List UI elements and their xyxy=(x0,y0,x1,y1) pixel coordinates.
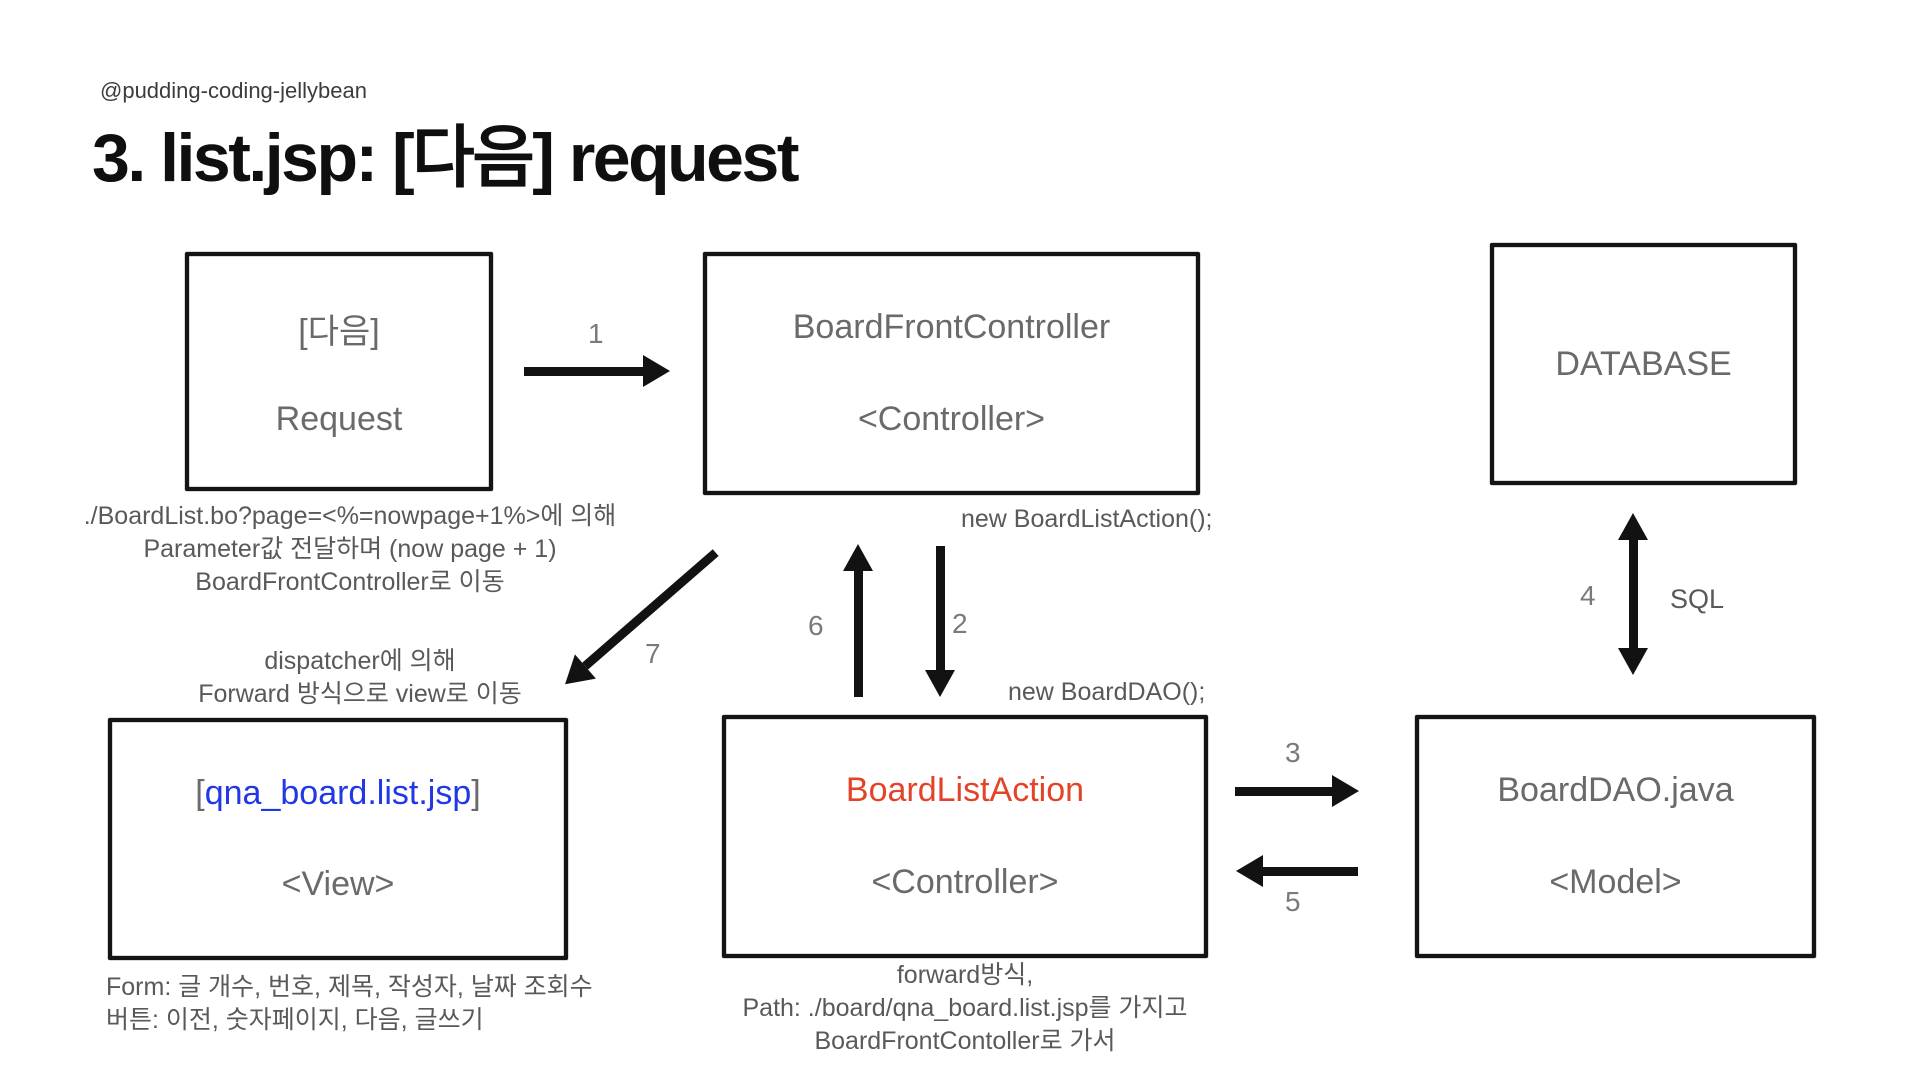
dispatcher-note: dispatcher에 의해 Forward 방식으로 view로 이동 xyxy=(160,645,560,711)
arrow-1-request-to-frontcontroller xyxy=(524,355,670,387)
arrow-7-label: 7 xyxy=(645,638,661,669)
arrow-shaft xyxy=(1628,540,1638,648)
arrow-6-label: 6 xyxy=(808,610,824,641)
arrow-head-left-icon xyxy=(1236,855,1263,887)
watermark: @pudding-coding-jellybean xyxy=(100,78,367,103)
dispatcher-note-line2: Forward 방식으로 view로 이동 xyxy=(198,680,522,708)
arrow-head-down-icon xyxy=(1618,648,1648,675)
forward-path-note: forward방식, Path: ./board/qna_board.list.… xyxy=(715,959,1215,1058)
dao-name: BoardDAO.java xyxy=(1497,771,1734,810)
new-boardlistaction-note: new BoardListAction(); xyxy=(961,505,1213,533)
arrow-2-frontcontroller-to-action xyxy=(925,546,955,697)
view-box: [qna_board.list.jsp] <View> xyxy=(108,718,568,960)
arrow-head-up-icon xyxy=(1618,513,1648,540)
request-note-line1: ./BoardList.bo?page=<%=nowpage+1%>에 의해 xyxy=(83,502,617,530)
sql-label: SQL xyxy=(1670,584,1725,614)
view-stereotype: <View> xyxy=(281,865,395,903)
request-note-line2: Parameter값 전달하며 (now page + 1) xyxy=(143,535,557,563)
arrow-head-down-icon xyxy=(925,670,955,697)
view-form-note-line1: Form: 글 개수, 번호, 제목, 작성자, 날짜 조회수 xyxy=(106,973,593,1001)
request-note: ./BoardList.bo?page=<%=nowpage+1%>에 의해 P… xyxy=(40,500,660,599)
arrow-2-label: 2 xyxy=(952,608,968,639)
request-box-line1: [다음] xyxy=(298,312,380,351)
list-action-stereotype: <Controller> xyxy=(871,862,1059,901)
arrow-1-label: 1 xyxy=(588,318,604,349)
arrow-head-up-icon xyxy=(843,544,873,571)
arrow-head-right-icon xyxy=(643,355,670,387)
view-bracket-open: [ xyxy=(195,774,205,812)
forward-path-note-line2: Path: ./board/qna_board.list.jsp를 가지고 xyxy=(742,994,1188,1022)
view-box-line1: [qna_board.list.jsp] xyxy=(195,774,480,813)
view-bracket-close: ] xyxy=(471,774,481,812)
arrow-6-action-to-frontcontroller xyxy=(843,544,873,697)
front-controller-box: BoardFrontController <Controller> xyxy=(703,252,1200,495)
new-boarddao-note: new BoardDAO(); xyxy=(1008,678,1206,706)
database-label: DATABASE xyxy=(1555,344,1732,383)
arrow-shaft xyxy=(853,571,863,697)
database-box: DATABASE xyxy=(1490,243,1797,485)
front-controller-stereotype: <Controller> xyxy=(857,399,1046,438)
request-note-line3: BoardFrontController로 이동 xyxy=(195,568,505,596)
view-form-note-line2: 버튼: 이전, 숫자페이지, 다음, 글쓰기 xyxy=(106,1006,484,1034)
arrow-4-label: 4 xyxy=(1580,580,1596,611)
arrow-5-label: 5 xyxy=(1285,886,1301,917)
arrow-3-action-to-dao xyxy=(1235,775,1359,807)
forward-path-note-line3: BoardFrontContoller로 가서 xyxy=(814,1027,1116,1055)
arrow-shaft xyxy=(935,546,945,670)
dao-stereotype: <Model> xyxy=(1549,862,1682,901)
arrow-shaft xyxy=(1235,786,1332,796)
request-box-line2: Request xyxy=(275,400,403,439)
list-action-box: BoardListAction <Controller> xyxy=(722,715,1208,958)
arrow-3-label: 3 xyxy=(1285,737,1301,768)
view-form-note: Form: 글 개수, 번호, 제목, 작성자, 날짜 조회수 버튼: 이전, … xyxy=(106,971,666,1037)
forward-path-note-line1: forward방식, xyxy=(896,961,1034,989)
arrow-5-dao-to-action xyxy=(1236,855,1358,887)
page-title: 3. list.jsp: [다음] request xyxy=(92,120,799,196)
front-controller-name: BoardFrontController xyxy=(792,308,1111,347)
view-jsp-name: qna_board.list.jsp xyxy=(204,774,472,812)
dao-box: BoardDAO.java <Model> xyxy=(1415,715,1816,958)
arrow-4-dao-database-bidirectional xyxy=(1618,513,1648,675)
list-action-name: BoardListAction xyxy=(845,771,1085,810)
arrow-head-right-icon xyxy=(1332,775,1359,807)
dispatcher-note-line1: dispatcher에 의해 xyxy=(264,647,456,675)
arrow-shaft xyxy=(1263,866,1358,876)
arrow-shaft xyxy=(524,366,643,376)
request-box: [다음] Request xyxy=(185,252,493,491)
